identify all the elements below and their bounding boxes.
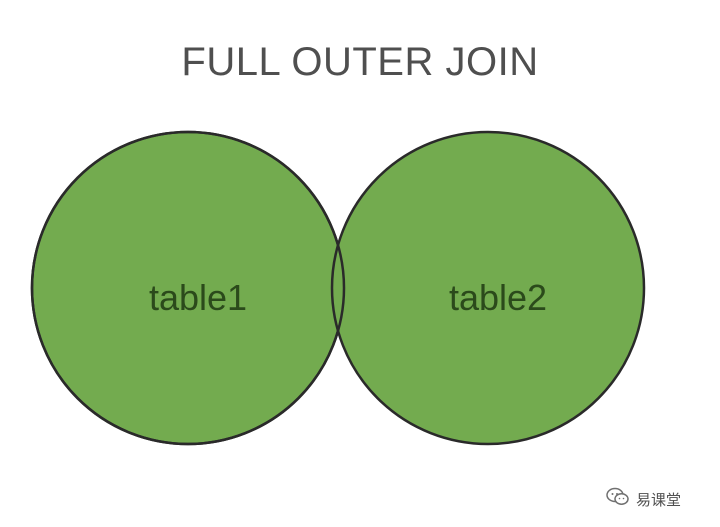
watermark: 易课堂 — [606, 484, 681, 514]
left-set-label: table1 — [149, 277, 247, 318]
watermark-text: 易课堂 — [636, 490, 682, 509]
wechat-icon — [606, 487, 630, 512]
diagram-title: FULL OUTER JOIN — [181, 40, 539, 84]
right-set-circle — [330, 130, 646, 446]
left-set-outline — [30, 130, 346, 446]
right-set-label: table2 — [449, 277, 547, 318]
